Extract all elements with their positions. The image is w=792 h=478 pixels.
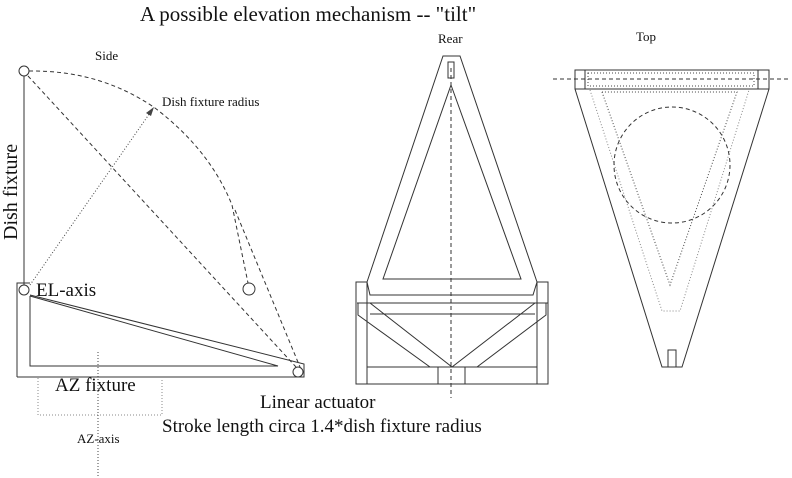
- rear-a-frame-outer: [366, 55, 538, 296]
- top-dish-circle: [613, 106, 731, 224]
- el-axis-label: EL-axis: [36, 280, 96, 301]
- az-axis-label: AZ-axis: [77, 431, 120, 446]
- side-view-label: Side: [95, 48, 118, 63]
- top-dotted-v-inner: [601, 91, 738, 287]
- dish-top-pivot: [18, 65, 30, 77]
- dish-fixture-label: Dish fixture: [0, 144, 22, 240]
- actuator-mount-circle: [242, 282, 256, 296]
- actuator-base-pivot: [292, 366, 304, 378]
- base-frame-outer: [17, 294, 305, 378]
- side-view: Side Dish fixture Dish fixture radius EL…: [0, 48, 482, 476]
- el-axis-pivot: [18, 284, 30, 296]
- dish-swing-arc: [28, 70, 249, 284]
- stroke-length-label: Stroke length circa 1.4*dish fixture rad…: [162, 416, 482, 437]
- radius-arrowhead-icon: [146, 107, 154, 116]
- top-dotted-v-outer: [589, 89, 750, 312]
- az-fixture-outline: [37, 378, 163, 416]
- top-frame-outline: [574, 88, 770, 368]
- rear-base-left-post: [355, 281, 368, 385]
- actuator-extended-line: [234, 209, 301, 368]
- rear-view: Rear: [355, 31, 549, 398]
- top-bottom-pivot: [667, 349, 677, 368]
- rear-view-label: Rear: [438, 31, 463, 46]
- actuator-retracted-line: [27, 75, 297, 368]
- top-view-label: Top: [636, 29, 656, 44]
- rear-right-brace: [450, 302, 547, 368]
- base-frame-left: [16, 282, 30, 377]
- rear-a-frame-inner: [382, 83, 522, 280]
- actuator-label: Linear actuator: [260, 392, 376, 413]
- top-bar-inner-outline: [587, 72, 755, 87]
- base-frame-inner: [29, 295, 279, 367]
- rear-base-right-post: [536, 281, 549, 385]
- diagram-title: A possible elevation mechanism -- "tilt": [140, 2, 476, 26]
- rear-left-brace: [357, 302, 454, 368]
- dish-radius-line: [29, 109, 153, 286]
- top-view: Top: [553, 29, 790, 368]
- az-fixture-label: AZ fixture: [55, 375, 136, 396]
- dish-radius-label: Dish fixture radius: [162, 94, 259, 109]
